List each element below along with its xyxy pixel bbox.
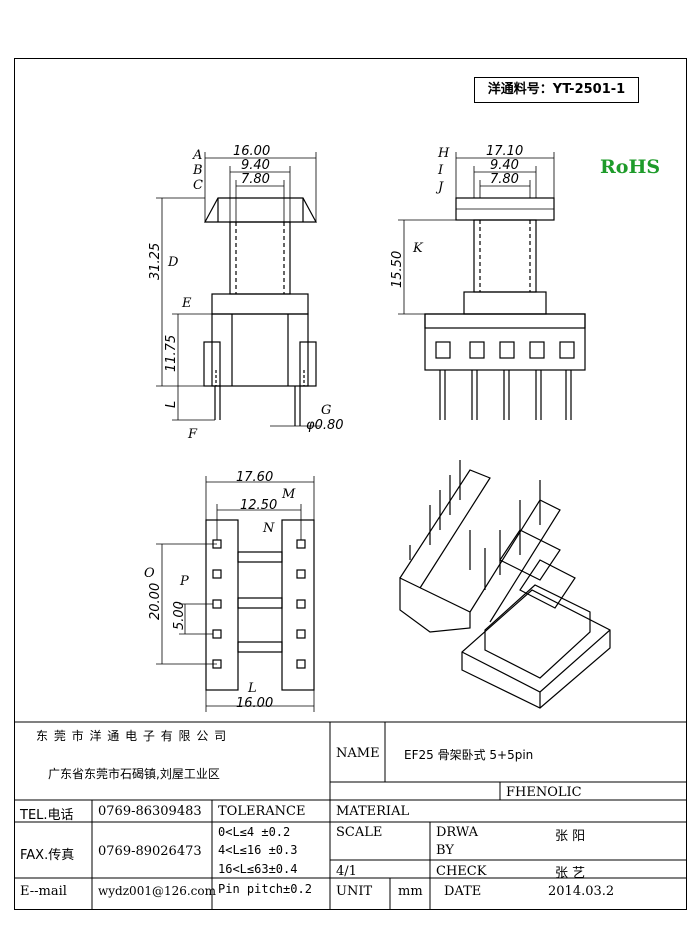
side-view [398, 152, 586, 420]
tolerance-row-4: Pin pitch±0.2 [218, 882, 312, 896]
callout-e: E [182, 296, 192, 311]
callout-g: G [321, 403, 332, 418]
dim-bottom-height: 20.00 [148, 582, 163, 620]
dim-bottom-pitch-row: 12.50 [240, 498, 278, 513]
date-label: DATE [444, 884, 482, 899]
tolerance-row-2: 4<L≤16 ±0.3 [218, 843, 298, 857]
dim-front-pin-diameter: φ0.80 [306, 418, 344, 433]
tel-value: 0769-86309483 [98, 804, 202, 819]
material-label: MATERIAL [336, 804, 410, 819]
by-label: BY [436, 843, 454, 858]
callout-a: A [193, 148, 203, 163]
unit-label: UNIT [336, 884, 373, 899]
callout-p: P [180, 574, 189, 589]
callout-m: M [282, 487, 296, 502]
tel-label: TEL.电话 [20, 808, 74, 823]
scale-value: 4/1 [336, 864, 357, 879]
callout-d: D [168, 255, 179, 270]
dim-side-inner: 7.80 [490, 172, 519, 187]
callout-j: J [438, 180, 444, 195]
dim-front-inner: 7.80 [241, 172, 270, 187]
email-value: wydz001@126.com [98, 884, 217, 898]
company-name: 东 莞 市 洋 通 电 子 有 限 公 司 [36, 729, 228, 743]
isometric-view [399, 460, 611, 709]
tolerance-row-1: 0<L≤4 ±0.2 [218, 825, 291, 839]
callout-o: O [144, 566, 155, 581]
title-block-grid [14, 721, 687, 910]
dim-side-height: 15.50 [390, 250, 405, 288]
dim-front-pin-length: L [164, 400, 179, 408]
dim-front-height: 31.25 [148, 242, 163, 280]
dim-side-width: 17.10 [486, 144, 524, 159]
dim-bottom-width: 17.60 [236, 470, 274, 485]
material-value: FHENOLIC [506, 785, 582, 800]
date-value: 2014.03.2 [548, 884, 615, 899]
dim-front-lower: 11.75 [164, 334, 179, 372]
dim-front-mid: 9.40 [241, 158, 270, 173]
front-view [156, 152, 320, 427]
company-address: 广东省东莞市石碣镇,刘屋工业区 [48, 767, 220, 781]
fax-label: FAX.传真 [20, 848, 75, 863]
name-label: NAME [336, 746, 380, 761]
unit-value: mm [398, 884, 423, 899]
bottom-view [156, 476, 315, 712]
dim-front-width: 16.00 [233, 144, 271, 159]
callout-f: F [188, 427, 198, 442]
callout-l: L [248, 681, 257, 696]
dim-bottom-pin-pitch: 5.00 [172, 601, 187, 630]
check-label: CHECK [436, 864, 487, 879]
callout-h: H [438, 146, 450, 161]
email-label: E--mail [20, 884, 67, 899]
tolerance-row-3: 16<L≤63±0.4 [218, 862, 298, 876]
rohs-mark: RoHS [600, 156, 661, 178]
callout-b: B [193, 163, 203, 178]
name-value: EF25 骨架卧式 5+5pin [404, 748, 534, 762]
dim-bottom-base-width: 16.00 [236, 696, 274, 711]
tolerance-label: TOLERANCE [218, 804, 306, 819]
drwa-label: DRWA [436, 825, 479, 840]
callout-i: I [438, 163, 444, 178]
part-number-box: 洋通料号：YT-2501-1 [474, 77, 639, 103]
scale-label: SCALE [336, 825, 383, 840]
callout-n: N [263, 521, 275, 536]
drawing-frame [14, 58, 687, 910]
drawn-by-value: 张 阳 [555, 829, 586, 844]
fax-value: 0769-89026473 [98, 844, 202, 859]
callout-c: C [193, 178, 203, 193]
callout-k: K [413, 241, 423, 256]
checked-by-value: 张 艺 [555, 866, 586, 881]
dim-side-mid: 9.40 [490, 158, 519, 173]
